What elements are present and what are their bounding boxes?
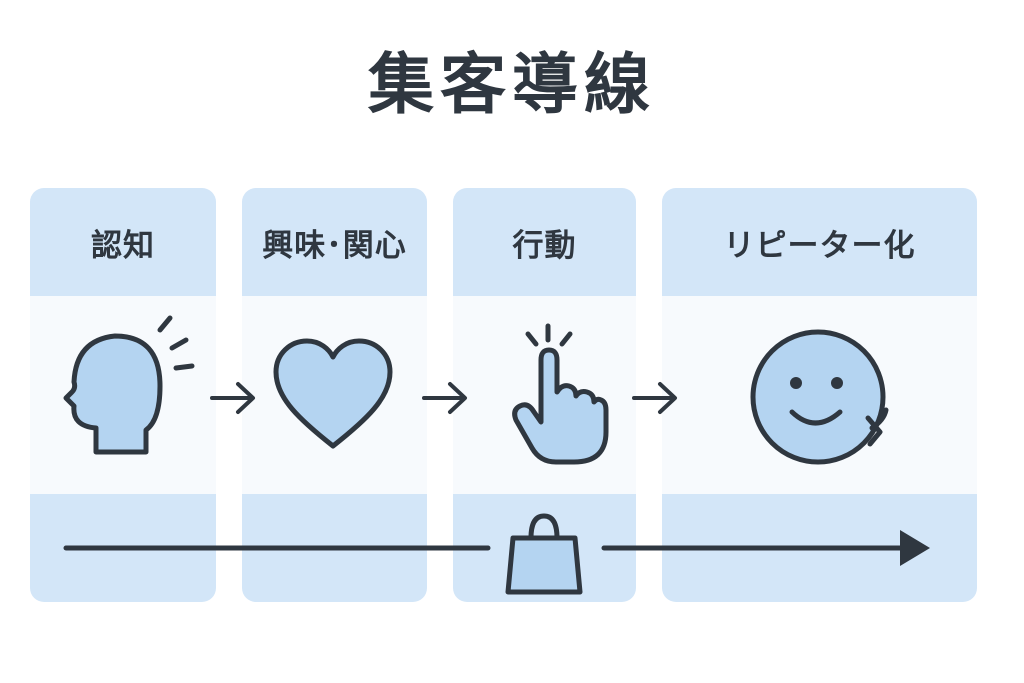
smiley-return-icon: [750, 329, 889, 465]
stage-label-repeat: リピーター化: [723, 227, 916, 264]
diagram-title: 集客導線: [368, 46, 656, 123]
shopping-bag-icon: [505, 513, 583, 595]
heart-icon: [273, 338, 393, 449]
stage-header-interest: 興味･関心: [242, 188, 427, 296]
arrow-right-icon: [422, 382, 467, 414]
tap-hand-icon: [512, 323, 609, 465]
stage-header-repeat: リピーター化: [662, 188, 977, 296]
stage-label-interest: 興味･関心: [262, 227, 407, 264]
stage-label-action: 行動: [512, 227, 577, 264]
head-idea-icon: [63, 315, 195, 455]
arrowhead-icon: [900, 530, 930, 566]
stage-label-awareness: 認知: [91, 227, 155, 264]
journey-timeline: [63, 530, 930, 566]
stage-header-action: 行動: [453, 188, 636, 296]
arrow-right-icon: [632, 382, 677, 414]
stage-header-awareness: 認知: [30, 188, 216, 296]
arrow-right-icon: [210, 382, 255, 414]
